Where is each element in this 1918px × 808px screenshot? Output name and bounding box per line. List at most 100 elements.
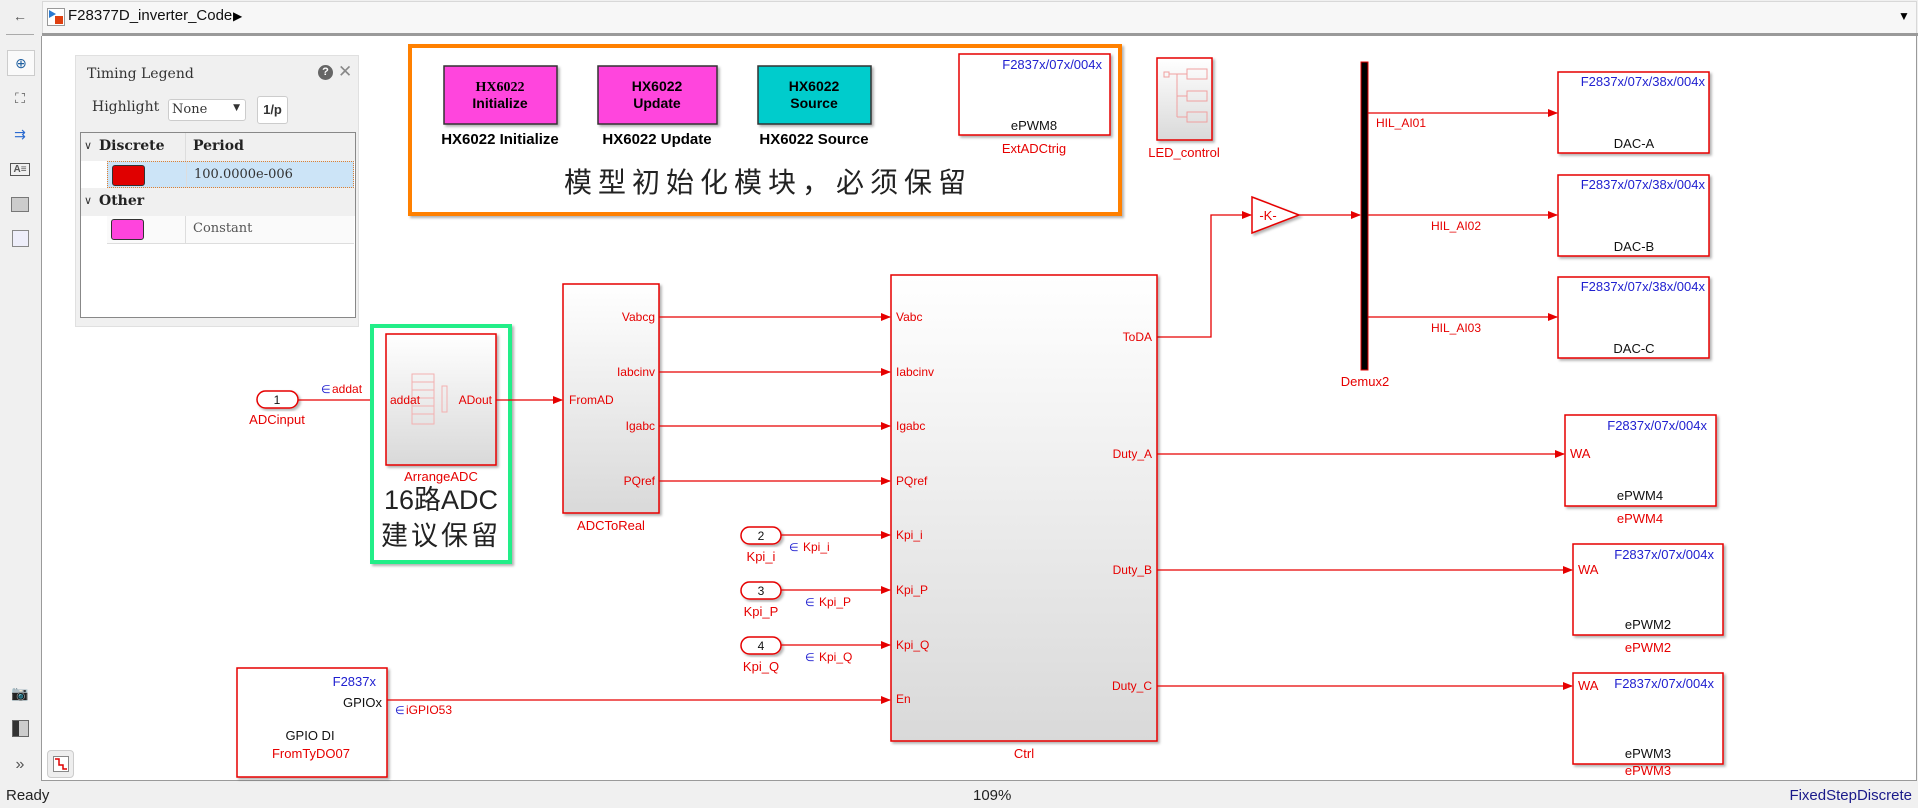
back-icon[interactable]: ← xyxy=(13,8,27,24)
svg-text:Kpi_Q: Kpi_Q xyxy=(896,638,929,652)
annotation-icon[interactable]: A≡ xyxy=(7,157,33,181)
timing-legend-table: ∨ Discrete Period 100.0000e-006 ∨ Other … xyxy=(80,132,356,318)
kpi-q-inport[interactable]: 4 xyxy=(740,636,782,655)
breadcrumb-model-name[interactable]: F28377D_inverter_Code xyxy=(68,7,233,24)
svg-text:F2837x/07x/004x: F2837x/07x/004x xyxy=(1607,418,1707,433)
signal-resolve-icon: ∈ xyxy=(321,384,331,396)
epwm4-label: ePWM4 xyxy=(1617,511,1663,526)
adc-input-inport[interactable]: 1 xyxy=(256,390,299,409)
hx-source-block[interactable]: HX6022 Source xyxy=(757,65,872,125)
led-control-label: LED_control xyxy=(1148,145,1220,160)
arrange-adc-label: ArrangeADC xyxy=(404,469,478,484)
svg-text:WA: WA xyxy=(1570,446,1591,461)
area-icon[interactable] xyxy=(7,226,33,250)
svg-text:Iabcinv: Iabcinv xyxy=(617,365,655,379)
hx-update-block[interactable]: HX6022 Update xyxy=(597,65,718,125)
kpi-q-label: Kpi_Q xyxy=(743,659,779,674)
help-icon[interactable]: ? xyxy=(318,65,333,80)
image-icon[interactable] xyxy=(7,192,33,216)
svg-text:HX6022: HX6022 xyxy=(632,78,683,94)
signal-label-kpi-i: Kpi_i xyxy=(803,540,830,554)
model-browser-icon[interactable] xyxy=(7,716,33,740)
camera-icon[interactable]: 📷 xyxy=(11,684,29,701)
svg-text:ToDA: ToDA xyxy=(1123,330,1152,344)
breadcrumb-arrow-icon[interactable]: ▶ xyxy=(233,9,243,23)
svg-text:Kpi_P: Kpi_P xyxy=(896,583,928,597)
svg-text:F2837x/07x/38x/004x: F2837x/07x/38x/004x xyxy=(1581,74,1706,89)
kpi-i-label: Kpi_i xyxy=(747,549,776,564)
svg-text:Kpi_i: Kpi_i xyxy=(896,528,923,542)
svg-text:DAC-B: DAC-B xyxy=(1614,239,1654,254)
divider xyxy=(42,33,1918,36)
expand-chevron-icon[interactable]: » xyxy=(15,756,25,773)
group-row-other[interactable]: ∨ Other xyxy=(81,188,355,216)
breadcrumb-bar: F28377D_inverter_Code ▶ ▼ xyxy=(42,1,1917,34)
epwm4-block[interactable]: F2837x/07x/004x WA ePWM4 xyxy=(1564,414,1717,507)
gain-block[interactable]: -K- xyxy=(1251,195,1302,235)
dac-b-block[interactable]: F2837x/07x/38x/004x DAC-B xyxy=(1557,174,1710,257)
signal-resolve-icon: ∈ xyxy=(805,597,815,609)
adc-to-real-label: ADCToReal xyxy=(577,518,645,533)
ctrl-block[interactable]: Vabc Iabcinv Igabc PQref Kpi_i Kpi_P Kpi… xyxy=(890,274,1158,742)
dropdown-arrow-icon[interactable]: ▼ xyxy=(1898,9,1910,23)
svg-text:Source: Source xyxy=(790,95,838,111)
demux-block[interactable] xyxy=(1360,61,1369,371)
led-control-block[interactable] xyxy=(1156,57,1213,141)
signal-resolve-icon: ∈ xyxy=(805,652,815,664)
signal-resolve-icon: ∈ xyxy=(789,542,799,554)
status-bar: Ready 109% FixedStepDiscrete xyxy=(0,782,1918,808)
arrange-adc-block[interactable]: addat ADout xyxy=(385,333,497,466)
svg-text:WA: WA xyxy=(1578,562,1599,577)
epwm2-label: ePWM2 xyxy=(1625,640,1671,655)
svg-text:ePWM3: ePWM3 xyxy=(1625,746,1671,761)
arrange-adc-note-line2: 建议保留 xyxy=(381,521,501,551)
svg-text:F2837x: F2837x xyxy=(333,674,377,689)
chevron-down-icon[interactable]: ∨ xyxy=(84,139,93,152)
svg-text:DAC-A: DAC-A xyxy=(1614,136,1655,151)
dac-a-block[interactable]: F2837x/07x/38x/004x DAC-A xyxy=(1557,71,1710,154)
signal-label-kpi-q: Kpi_Q xyxy=(819,650,852,664)
adc-input-label: ADCinput xyxy=(249,412,305,427)
signal-label-hil-ai01: HIL_AI01 xyxy=(1376,116,1426,130)
signal-routing-icon[interactable]: ⇉ xyxy=(14,125,26,142)
svg-text:F2837x/07x/38x/004x: F2837x/07x/38x/004x xyxy=(1581,177,1706,192)
highlight-select[interactable]: None ▼ xyxy=(168,99,246,121)
solver-link[interactable]: FixedStepDiscrete xyxy=(1789,787,1912,804)
gpio-di-block[interactable]: F2837x GPIOx GPIO DI xyxy=(236,667,388,778)
svg-text:Duty_B: Duty_B xyxy=(1113,563,1152,577)
timing-legend-button[interactable] xyxy=(47,750,74,778)
kpi-i-inport[interactable]: 2 xyxy=(740,526,782,545)
zoom-level: 109% xyxy=(973,787,1012,804)
signal-line-toda[interactable] xyxy=(1157,211,1252,338)
chevron-down-icon: ▼ xyxy=(233,103,240,113)
epwm3-block[interactable]: F2837x/07x/004x WA ePWM3 xyxy=(1572,672,1724,765)
ctrl-label: Ctrl xyxy=(1014,746,1034,761)
epwm3-label: ePWM3 xyxy=(1625,763,1671,778)
close-icon[interactable]: ✕ xyxy=(338,62,353,81)
chevron-down-icon[interactable]: ∨ xyxy=(84,194,93,207)
legend-row-other[interactable]: Constant xyxy=(107,216,354,244)
subsystem-icon xyxy=(411,373,448,425)
svg-text:-K-: -K- xyxy=(1259,208,1276,223)
init-area-note: 模型初始化模块，必须保留 xyxy=(564,167,972,198)
fit-to-view-icon[interactable]: ⛶ xyxy=(15,89,25,106)
hx-initialize-block[interactable]: HX6022 Initialize xyxy=(443,65,558,125)
group-row-discrete[interactable]: ∨ Discrete Period xyxy=(81,133,355,161)
dac-c-block[interactable]: F2837x/07x/38x/004x DAC-C xyxy=(1557,276,1710,359)
epwm2-block[interactable]: F2837x/07x/004x WA ePWM2 xyxy=(1572,543,1724,636)
ext-adc-trig-block[interactable]: F2837x/07x/004x ePWM8 xyxy=(958,53,1111,136)
kpi-p-inport[interactable]: 3 xyxy=(740,581,782,600)
gpio-di-label: FromTyDO07 xyxy=(272,746,350,761)
signal-resolve-icon: ∈ xyxy=(395,705,405,717)
timing-legend-title: Timing Legend xyxy=(87,66,194,82)
adc-to-real-block[interactable]: FromAD Vabcg Iabcinv Igabc PQref xyxy=(562,283,660,514)
zoom-icon[interactable]: ⊕ xyxy=(7,50,35,76)
svg-text:Vabcg: Vabcg xyxy=(622,310,655,324)
period-toggle-button[interactable]: 1/p xyxy=(257,96,288,124)
svg-text:3: 3 xyxy=(758,584,765,598)
svg-text:Update: Update xyxy=(633,95,681,111)
signal-label-hil-ai02: HIL_AI02 xyxy=(1431,219,1481,233)
legend-row-discrete[interactable]: 100.0000e-006 xyxy=(107,161,354,188)
signal-label-addat: addat xyxy=(332,382,363,396)
svg-text:WA: WA xyxy=(1578,678,1599,693)
